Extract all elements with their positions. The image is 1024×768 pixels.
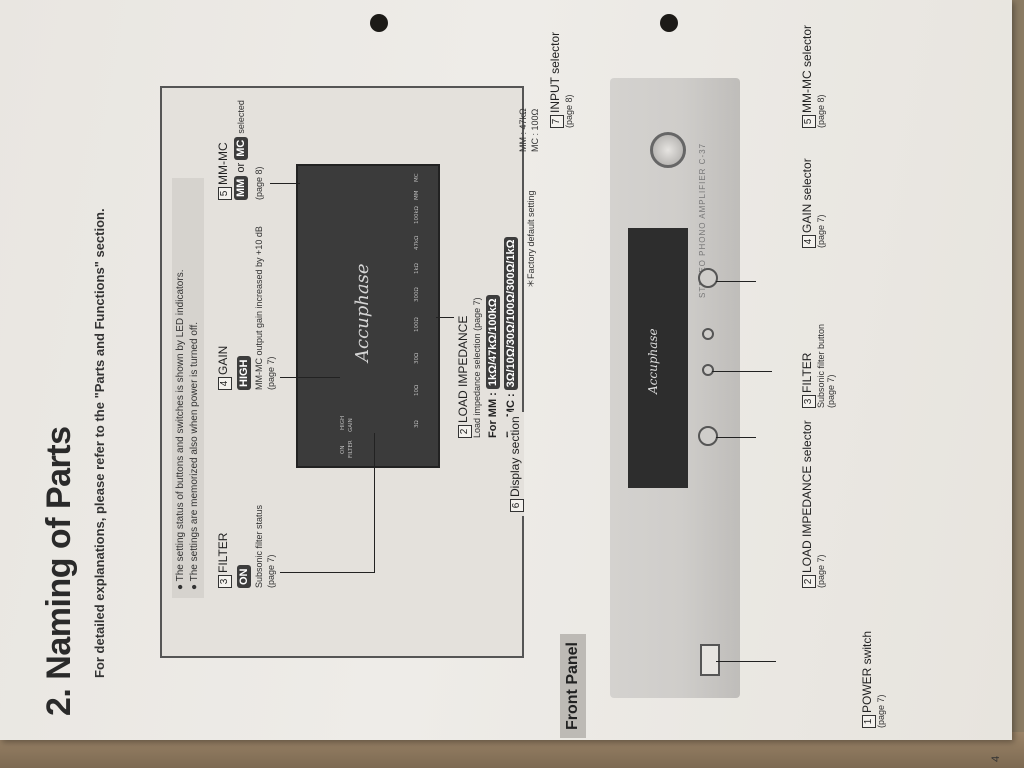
gain-button[interactable] [702, 328, 714, 340]
binder-hole [370, 14, 388, 32]
callout-filter-heading: 3FILTER [216, 533, 232, 588]
led-ohm: 3Ω [414, 420, 420, 428]
callout-load-heading: 2LOAD IMPEDANCE [456, 316, 472, 438]
led-ohm: 1kΩ [414, 263, 420, 274]
mm-range-values: 1kΩ/47kΩ/100kΩ [486, 295, 500, 390]
led-high-label: HIGH [340, 415, 346, 430]
leader-line [280, 377, 340, 378]
mm-mc-knob[interactable] [698, 268, 718, 288]
filter-on-badge: ON [237, 565, 251, 588]
filter-button[interactable] [702, 364, 714, 376]
mc-badge: MC [234, 136, 248, 160]
note-led: The setting status of buttons and switch… [175, 269, 186, 582]
leader-line [280, 572, 374, 573]
led-ohm: 30Ω [414, 352, 420, 364]
callout-filter-button: 3FILTER Subsonic filter button (page 7) [800, 323, 836, 408]
led-ohm: 100Ω [414, 317, 420, 332]
front-accuphase-logo: Accuphase [646, 328, 660, 394]
page-title: 2. Naming of Parts [40, 426, 78, 716]
mm-badge: MM [234, 175, 248, 200]
callout-input-selector: 7INPUT selector (page 8) [548, 31, 574, 128]
callout-gain-selector: 4GAIN selector (page 7) [800, 158, 826, 248]
callout-gain-heading: 4GAIN [216, 346, 232, 390]
led-mc: MC [414, 173, 420, 182]
callout-mmmc-selector: 5MM-MC selector (page 8) [800, 24, 826, 128]
page-number: 4 [990, 755, 1002, 762]
gain-high-badge: HIGH [237, 356, 251, 390]
gain-desc: MM-MC output gain increased by +10 dB [254, 226, 264, 390]
mc-range-values: 3Ω/10Ω/30Ω/100Ω/300Ω/1kΩ [504, 236, 518, 391]
filter-page: (page 7) [266, 554, 276, 588]
led-ohm: 100kΩ [414, 206, 420, 224]
accuphase-logo: Accuphase [352, 263, 373, 363]
led-ohm: 300Ω [414, 287, 420, 302]
led-ohm: 47kΩ [414, 235, 420, 250]
led-filter-label: FILTER [348, 440, 354, 458]
mc-default: MC : 100Ω [530, 108, 540, 152]
note-memory: The settings are memorized also when pow… [189, 321, 200, 582]
load-desc: Load impedance selection (page 7) [472, 297, 482, 438]
gain-page: (page 7) [266, 356, 276, 390]
mm-range-label: For MM : [487, 392, 499, 438]
leader-line [716, 437, 756, 438]
front-panel-title: Front Panel [560, 633, 586, 738]
callout-power: 1POWER switch (page 7) [860, 630, 886, 728]
led-on-label: ON [340, 445, 346, 454]
led-ohm: 10Ω [414, 384, 420, 396]
leader-line [716, 661, 776, 662]
display-section-label: 6Display section [508, 412, 524, 516]
binder-hole [660, 14, 678, 32]
page-subtitle: For detailed explanations, please refer … [92, 208, 107, 678]
leader-line [712, 371, 772, 372]
power-switch[interactable] [700, 644, 720, 676]
callout-mmmc-heading: 5MM-MC [216, 142, 232, 200]
led-gain-label: GAIN [348, 418, 354, 432]
leader-line [716, 281, 756, 282]
input-selector-knob[interactable] [650, 132, 686, 168]
led-mm: MM [414, 190, 420, 201]
leader-line [270, 183, 300, 184]
filter-desc: Subsonic filter status [254, 504, 264, 588]
mm-default: MM : 47kΩ [518, 108, 528, 152]
leader-line [374, 433, 375, 573]
factory-default-label: ＊Factory default setting [526, 190, 536, 288]
callout-load-selector: 2LOAD IMPEDANCE selector (page 7) [800, 420, 826, 588]
mmmc-page: (page 8) [254, 166, 264, 200]
load-impedance-knob[interactable] [698, 426, 718, 446]
leader-line [436, 317, 454, 318]
